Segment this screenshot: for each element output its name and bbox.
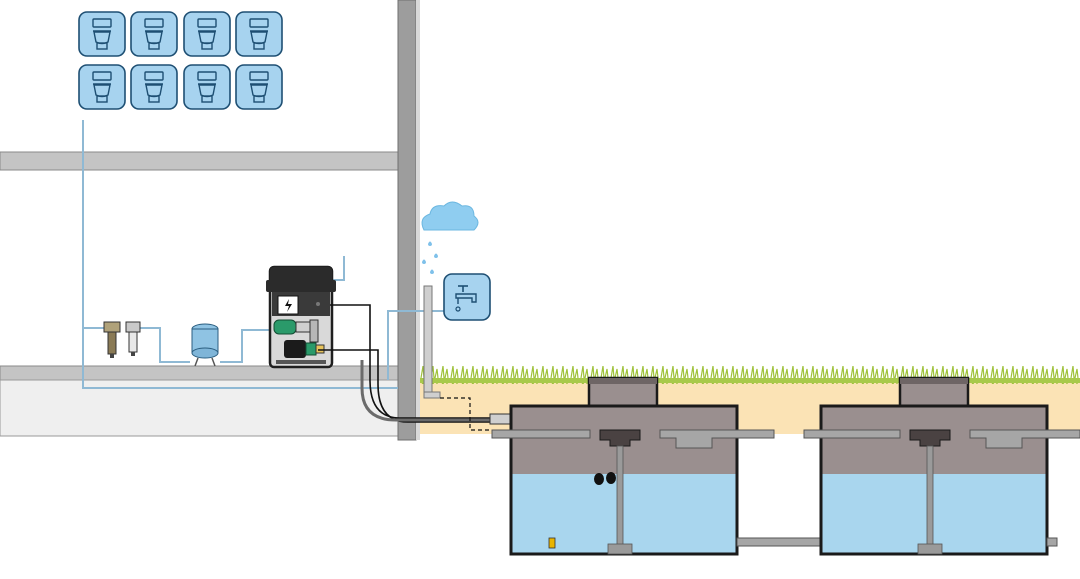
toilet-icon xyxy=(130,64,178,110)
lightning-icon xyxy=(285,299,292,312)
tank-1-level-sensor xyxy=(548,537,556,549)
exterior-wall xyxy=(397,0,417,441)
expansion-vessel-icon xyxy=(191,323,219,367)
toilet-icon xyxy=(78,64,126,110)
grass-base xyxy=(416,378,1080,383)
tank-1-inlet-chamber xyxy=(599,429,641,447)
water-filter-icon xyxy=(103,321,121,358)
tank-2-inlet-chamber xyxy=(909,429,951,447)
tank-1-inlet-pipe xyxy=(491,429,591,439)
downpipe-outlet xyxy=(423,391,441,399)
basement-area xyxy=(0,379,401,437)
water-filter-icon xyxy=(125,321,141,356)
tank-2-water xyxy=(822,474,1046,553)
rain-drain-line xyxy=(440,397,492,431)
tank-1 xyxy=(491,376,775,556)
tank-2 xyxy=(803,376,1080,556)
tank-connector-pipe xyxy=(736,537,824,547)
toilet-icon xyxy=(235,11,283,57)
toilet-icon xyxy=(78,11,126,57)
tank-2-overflow xyxy=(969,429,1080,449)
tank-1-center-pipe xyxy=(616,445,624,547)
rain-cloud-icon xyxy=(421,201,479,274)
tank-2-inlet-pipe xyxy=(803,429,901,439)
suction-hose xyxy=(360,360,552,422)
tank-2-outlet-pipe xyxy=(1046,537,1058,547)
downpipe xyxy=(423,285,433,395)
tank-1-overflow xyxy=(659,429,775,449)
toilet-icon xyxy=(183,11,231,57)
tank-1-water xyxy=(512,474,736,553)
water-tap-icon xyxy=(443,273,491,321)
toilet-icon xyxy=(130,11,178,57)
toilets-group xyxy=(78,11,283,110)
supply-pipes xyxy=(82,120,444,389)
toilet-icon xyxy=(235,64,283,110)
upper-floor-slab xyxy=(0,151,417,171)
tank-2-center-pipe xyxy=(926,445,934,547)
toilet-icon xyxy=(183,64,231,110)
wall-shadow xyxy=(416,0,420,440)
pump-icon xyxy=(273,319,297,335)
control-unit xyxy=(266,265,336,369)
float-switch-icon xyxy=(594,472,616,485)
ground-floor-slab xyxy=(0,365,417,381)
